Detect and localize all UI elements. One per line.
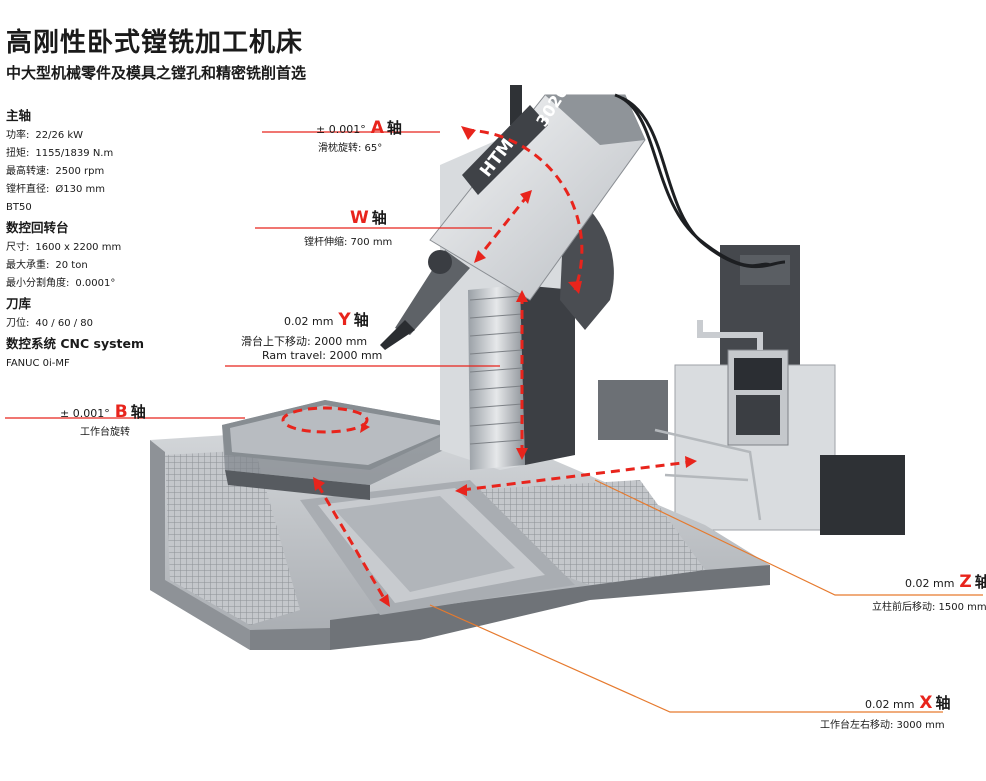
x-axis-line xyxy=(316,484,387,601)
w-axis-letter: W xyxy=(350,208,369,228)
spec-row-index: 最小分割角度: 0.0001° xyxy=(6,275,221,293)
b-axis-zh: 轴 xyxy=(130,403,146,421)
z-axis-desc: 立柱前后移动: 1500 mm xyxy=(872,602,986,613)
page-subtitle: 中大型机械零件及模具之镗孔和精密铣削首选 xyxy=(6,64,307,82)
leader-lines xyxy=(5,131,983,713)
x-axis-letter: X xyxy=(919,693,933,713)
spec-label: 功率: xyxy=(6,130,30,141)
spec-row-size: 尺寸: 1600 x 2200 mm xyxy=(6,239,221,257)
y-axis-zh: 轴 xyxy=(353,311,369,329)
z-axis-letter: Z xyxy=(959,572,972,592)
spec-value: 40 / 60 / 80 xyxy=(35,318,94,329)
guard-rail xyxy=(654,428,762,521)
spec-label: 尺寸: xyxy=(6,242,30,253)
cnc-heading: 数控系统 CNC system xyxy=(6,336,145,351)
table-heading: 数控回转台 xyxy=(6,220,69,235)
control-cabinet xyxy=(598,245,905,535)
magazine-heading: 刀库 xyxy=(6,296,32,311)
axis-arrows xyxy=(281,128,691,601)
b-axis-precision: ± 0.001° xyxy=(60,407,110,420)
a-axis-precision: ± 0.001° xyxy=(316,123,366,136)
a-axis-desc: 滑枕旋转: 65° xyxy=(318,143,383,154)
z-axis-precision: 0.02 mm xyxy=(905,577,955,590)
x-axis-precision: 0.02 mm xyxy=(865,698,915,711)
a-axis-zh: 轴 xyxy=(386,119,402,137)
w-axis-desc: 镗杆伸缩: 700 mm xyxy=(304,237,393,248)
b-axis-letter: B xyxy=(114,402,128,422)
spec-row-speed: 最高转速: 2500 rpm xyxy=(6,163,221,181)
arrow-heads xyxy=(313,126,697,607)
spec-value: 20 ton xyxy=(55,260,88,271)
w-axis-line xyxy=(476,194,530,259)
spec-value: 22/26 kW xyxy=(35,130,84,141)
spec-row-load: 最大承重: 20 ton xyxy=(6,257,221,275)
b-axis-desc: 工作台旋转 xyxy=(80,427,130,438)
page-title: 高刚性卧式镗铣加工机床 xyxy=(6,28,304,58)
y-axis-desc-zh: 滑台上下移动: 2000 mm xyxy=(241,335,368,348)
b-axis-ellipse xyxy=(281,406,369,434)
a-axis-letter: A xyxy=(370,118,384,138)
spec-list: 主轴 功率: 22/26 kW 扭矩: 1155/1839 N.m 最高转速: 250… xyxy=(6,105,221,373)
z-axis-line xyxy=(461,460,691,492)
x-axis-zh: 轴 xyxy=(935,694,951,712)
spec-label: 刀位: xyxy=(6,318,30,329)
spec-label: 镗杆直径: xyxy=(6,184,50,195)
spec-value: 1155/1839 N.m xyxy=(35,148,114,159)
spec-label: 最大承重: xyxy=(6,260,50,271)
spec-row-torque: 扭矩: 1155/1839 N.m xyxy=(6,145,221,163)
y-axis-precision: 0.02 mm xyxy=(284,315,334,328)
z-axis-zh: 轴 xyxy=(974,573,986,591)
spec-label: 扭矩: xyxy=(6,148,30,159)
ram-head: HTM 3020 xyxy=(429,82,646,330)
spindle-heading: 主轴 xyxy=(6,108,32,123)
spec-row-taper: BT50 xyxy=(6,202,32,213)
way-covers xyxy=(300,480,575,615)
spec-value: 1600 x 2200 mm xyxy=(35,242,122,253)
spec-value: Ø130 mm xyxy=(55,184,105,195)
w-axis-zh: 轴 xyxy=(371,209,387,227)
spec-value: 0.0001° xyxy=(75,278,116,289)
x-axis-desc: 工作台左右移动: 3000 mm xyxy=(820,720,945,731)
y-axis-letter: Y xyxy=(338,310,351,330)
spec-row-cnc: FANUC 0i-MF xyxy=(6,358,70,369)
spec-row-tools: 刀位: 40 / 60 / 80 xyxy=(6,315,221,333)
spec-value: 2500 rpm xyxy=(55,166,105,177)
cables xyxy=(614,93,786,269)
spec-label: 最小分割角度: xyxy=(6,278,70,289)
y-axis-desc-en: Ram travel: 2000 mm xyxy=(262,349,383,362)
a-axis-arc xyxy=(464,128,584,291)
spec-row-bar: 镗杆直径: Ø130 mm xyxy=(6,181,221,199)
spec-row-power: 功率: 22/26 kW xyxy=(6,127,221,145)
spec-label: 最高转速: xyxy=(6,166,50,177)
spindle xyxy=(380,250,470,350)
